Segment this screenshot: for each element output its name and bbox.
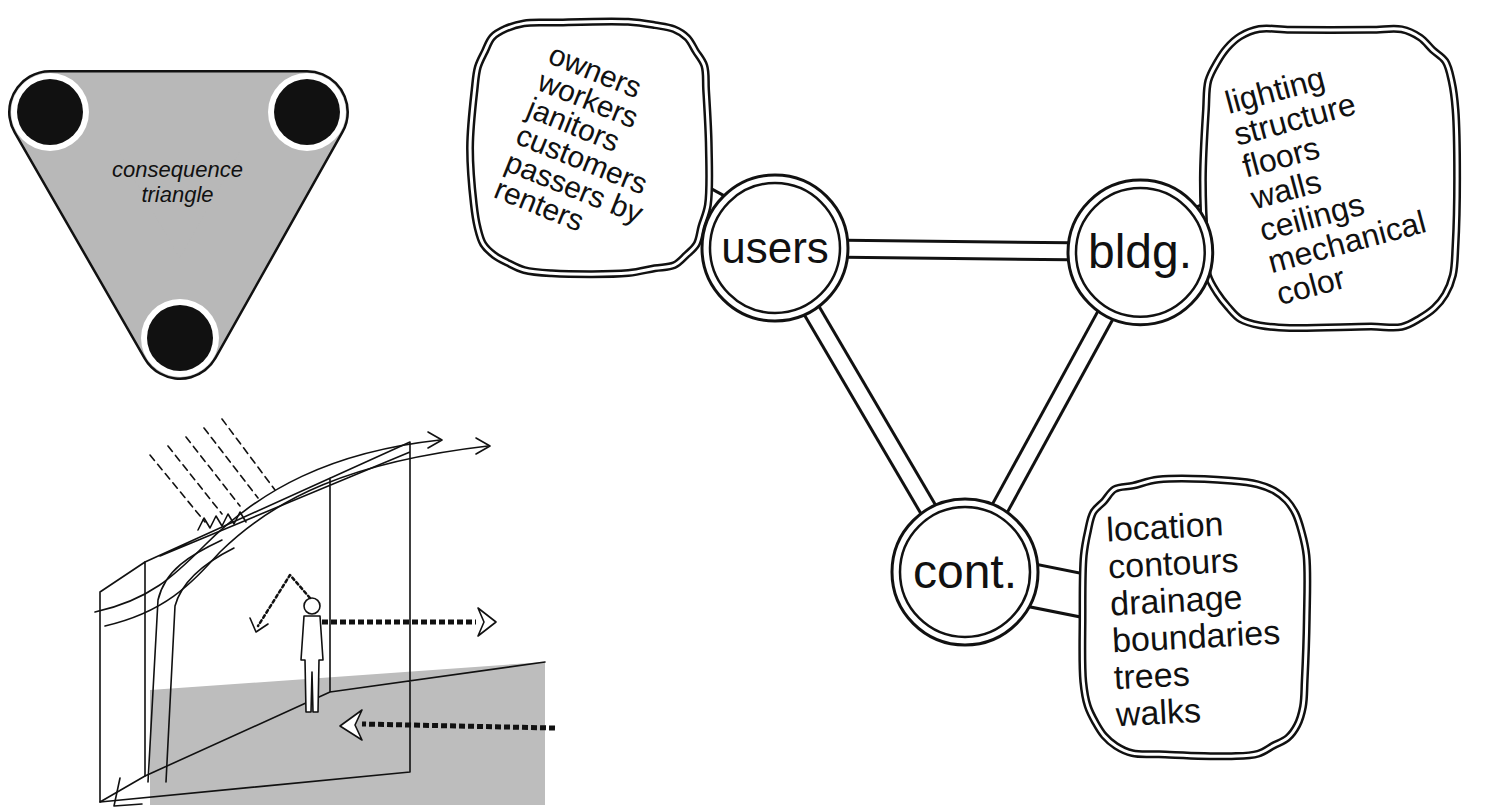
- water-flow-band: [148, 540, 234, 782]
- users-circle: users: [700, 173, 850, 323]
- cloud-border-gap: [1202, 28, 1456, 328]
- floor-flow-arrowhead: [340, 710, 362, 740]
- circle-label: bldg.: [1088, 226, 1192, 279]
- connectors: [811, 249, 1106, 511]
- context-circle: cont.: [890, 497, 1040, 647]
- double-line-connector: [999, 314, 1106, 510]
- list-item: contours: [1107, 540, 1277, 586]
- users-list-cloud: ownersworkersjanitorscustomerspassers by…: [464, 13, 716, 281]
- sun-rays: [150, 419, 275, 522]
- outer-ring: [1068, 180, 1213, 325]
- outer-ring: [702, 175, 848, 321]
- building-list-cloud: lightingstructurefloorswallsceilingsmech…: [1196, 19, 1465, 337]
- connector-border: [999, 314, 1106, 510]
- person-body: [301, 616, 323, 712]
- triangle-outline: [10, 75, 345, 375]
- context-list-cloud: locationcontoursdrainageboundariestreesw…: [1075, 473, 1315, 764]
- cloud-border-gap: [1082, 478, 1307, 756]
- view-line: [322, 620, 476, 625]
- cloud-border: [1202, 28, 1456, 328]
- outer-ring: [892, 499, 1038, 645]
- circle-label: users: [721, 224, 829, 272]
- corner-dot: [274, 79, 340, 145]
- wind-arrow: [95, 440, 440, 612]
- inner-ring: [1076, 188, 1205, 317]
- wind-arrowhead: [428, 432, 442, 448]
- light-path: [258, 575, 310, 626]
- person-head: [304, 598, 320, 614]
- double-line-connector: [846, 249, 1070, 251]
- wind-arrowhead: [476, 438, 490, 454]
- corner-halo: [141, 299, 219, 377]
- sun-ray: [186, 437, 240, 506]
- connector-border: [846, 249, 1070, 251]
- double-line-connector: [811, 309, 929, 511]
- list-item: location: [1105, 503, 1275, 549]
- circle-label: cont.: [913, 546, 1017, 599]
- list-item: boundaries: [1111, 614, 1281, 660]
- sun-ray: [222, 419, 275, 490]
- view-arrowhead: [478, 608, 496, 636]
- inner-ring: [710, 183, 840, 313]
- cloud-border: [470, 21, 709, 274]
- consequence-triangle: consequence triangle: [10, 75, 345, 375]
- light-arrowhead: [250, 618, 268, 632]
- corner-halo: [268, 73, 346, 151]
- water-flow-arrowhead: [114, 778, 142, 806]
- connector-gap: [999, 314, 1106, 510]
- floor-flow-line: [362, 724, 555, 728]
- list-item: trees: [1113, 651, 1283, 697]
- inner-ring: [900, 507, 1030, 637]
- corner-dot: [17, 79, 83, 145]
- wind-arrow: [105, 446, 488, 626]
- building-section-sketch: [95, 419, 555, 806]
- box-edges: [100, 442, 545, 802]
- connector-border: [811, 309, 929, 511]
- building-circle: bldg.: [1066, 178, 1215, 327]
- shape-label: consequence triangle: [103, 157, 253, 208]
- corner-dot: [147, 305, 213, 371]
- sun-ray: [168, 446, 222, 514]
- sun-ray: [204, 428, 258, 498]
- connector-gap: [846, 249, 1070, 251]
- sun-ray: [150, 455, 205, 522]
- cloud-border: [1082, 478, 1307, 756]
- cloud-border-gap: [470, 21, 709, 274]
- connector-gap: [811, 309, 929, 511]
- corner-halo: [11, 73, 89, 151]
- word-list: locationcontoursdrainageboundariestreesw…: [1105, 503, 1285, 734]
- ground-shade: [150, 662, 545, 805]
